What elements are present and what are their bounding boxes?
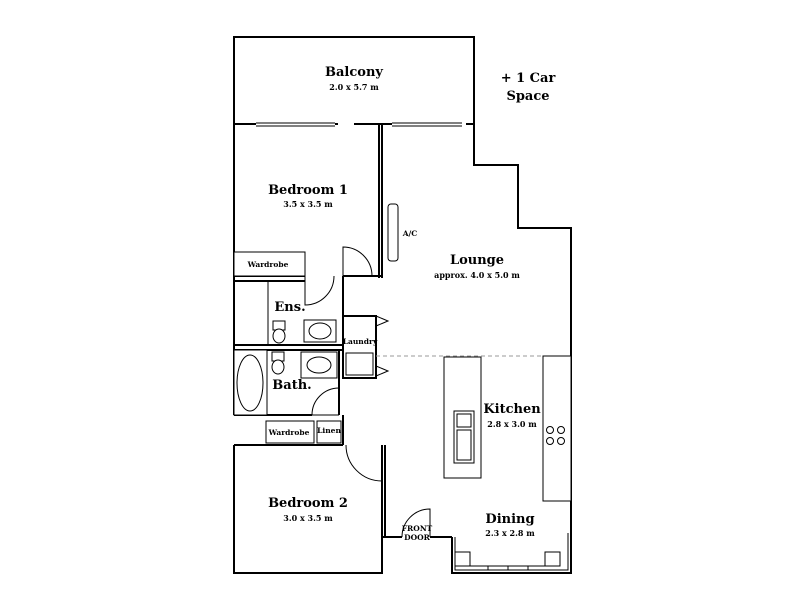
ensuite-label: Ens. (274, 300, 305, 315)
bedroom2-dims: 3.0 x 3.5 m (283, 513, 333, 523)
laundry-label: Laundry (343, 337, 378, 346)
bedroom1-dims: 3.5 x 3.5 m (283, 199, 333, 209)
front-door-line1: FRONT (402, 524, 433, 533)
outer-walls (233, 36, 572, 574)
lounge-label: Lounge (450, 253, 504, 268)
front-door-line2: DOOR (404, 533, 431, 542)
kitchen-label: Kitchen (483, 402, 541, 417)
car-space-line1: + 1 Car (501, 71, 556, 86)
balcony-dims: 2.0 x 5.7 m (329, 82, 379, 92)
bedroom1-wardrobe-label: Wardrobe (247, 260, 289, 269)
internal-walls (234, 124, 571, 537)
dining-dims: 2.3 x 2.8 m (485, 528, 535, 538)
bedroom2-label: Bedroom 2 (268, 496, 348, 511)
kitchen-dims: 2.8 x 3.0 m (487, 419, 537, 429)
lounge-dims: approx. 4.0 x 5.0 m (434, 270, 520, 280)
fixtures (233, 203, 572, 570)
ac-label: A/C (402, 229, 418, 238)
linen-label: Linen (317, 426, 341, 435)
bath-label: Bath. (272, 378, 311, 393)
doors (304, 246, 431, 538)
balcony-label: Balcony (325, 65, 383, 80)
wardrobe-storage-label: Wardrobe (268, 428, 310, 437)
bedroom1-label: Bedroom 1 (268, 183, 348, 198)
car-space-line2: Space (506, 89, 549, 104)
dining-label: Dining (485, 512, 534, 527)
